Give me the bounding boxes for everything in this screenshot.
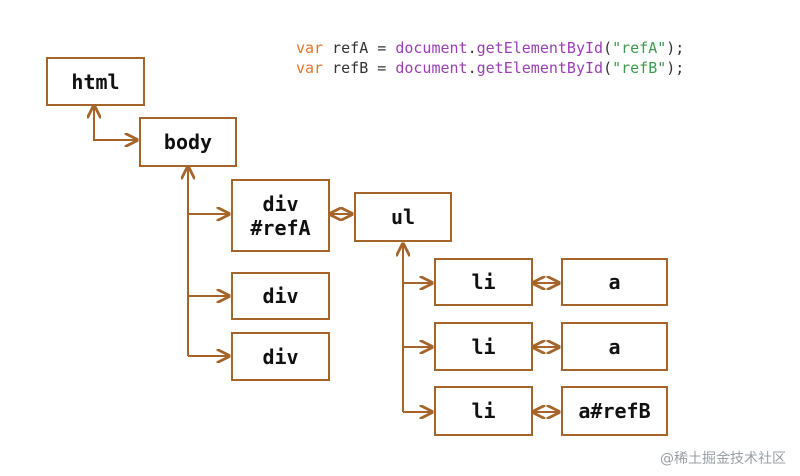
node-label: li xyxy=(471,334,496,359)
node-body: body xyxy=(139,117,237,167)
node-div-2: div xyxy=(231,272,330,320)
node-label: div xyxy=(262,284,299,308)
code-keyword: var xyxy=(296,39,324,57)
code-variable: refA = xyxy=(323,39,396,57)
node-div-3: div xyxy=(231,332,330,381)
code-line-2: var refB = document.getElementById("refB… xyxy=(296,58,684,78)
code-object: document xyxy=(395,39,468,57)
node-label: li xyxy=(471,270,496,294)
code-snippet: var refA = document.getElementById("refA… xyxy=(296,38,684,78)
code-keyword: var xyxy=(296,59,324,77)
node-label: html xyxy=(71,69,120,94)
node-a-2: a xyxy=(561,322,668,371)
node-ul: ul xyxy=(354,192,452,242)
node-label: ul xyxy=(390,205,416,229)
node-html: html xyxy=(46,57,145,106)
code-paren-close: ); xyxy=(666,59,685,77)
code-string: "refB" xyxy=(612,59,667,77)
node-a-1: a xyxy=(561,258,668,306)
code-function: getElementById xyxy=(476,39,604,57)
node-li-2: li xyxy=(434,322,533,371)
code-line-1: var refA = document.getElementById("refA… xyxy=(296,38,684,58)
code-object: document xyxy=(395,59,468,77)
code-paren-close: ); xyxy=(666,39,685,57)
node-label: body xyxy=(163,130,213,154)
code-dot: . xyxy=(467,39,477,57)
node-li-3: li xyxy=(434,386,533,436)
node-label-id: #refA xyxy=(250,215,311,240)
node-label: a xyxy=(608,334,621,359)
code-paren-open: ( xyxy=(603,59,613,77)
node-label: a xyxy=(608,270,621,294)
code-function: getElementById xyxy=(476,59,604,77)
node-li-1: li xyxy=(434,258,533,306)
code-variable: refB = xyxy=(323,59,396,77)
code-string: "refA" xyxy=(612,39,667,57)
node-label: li xyxy=(471,399,496,423)
watermark: @稀土掘金技术社区 xyxy=(660,451,786,467)
node-label: a#refB xyxy=(578,399,651,423)
node-label: div xyxy=(262,191,299,216)
code-paren-open: ( xyxy=(603,39,613,57)
node-label: div xyxy=(262,344,299,369)
node-div-refA: div#refA xyxy=(231,179,330,252)
code-dot: . xyxy=(467,59,477,77)
node-a-refB: a#refB xyxy=(561,386,668,436)
edge-html-body xyxy=(94,106,137,140)
